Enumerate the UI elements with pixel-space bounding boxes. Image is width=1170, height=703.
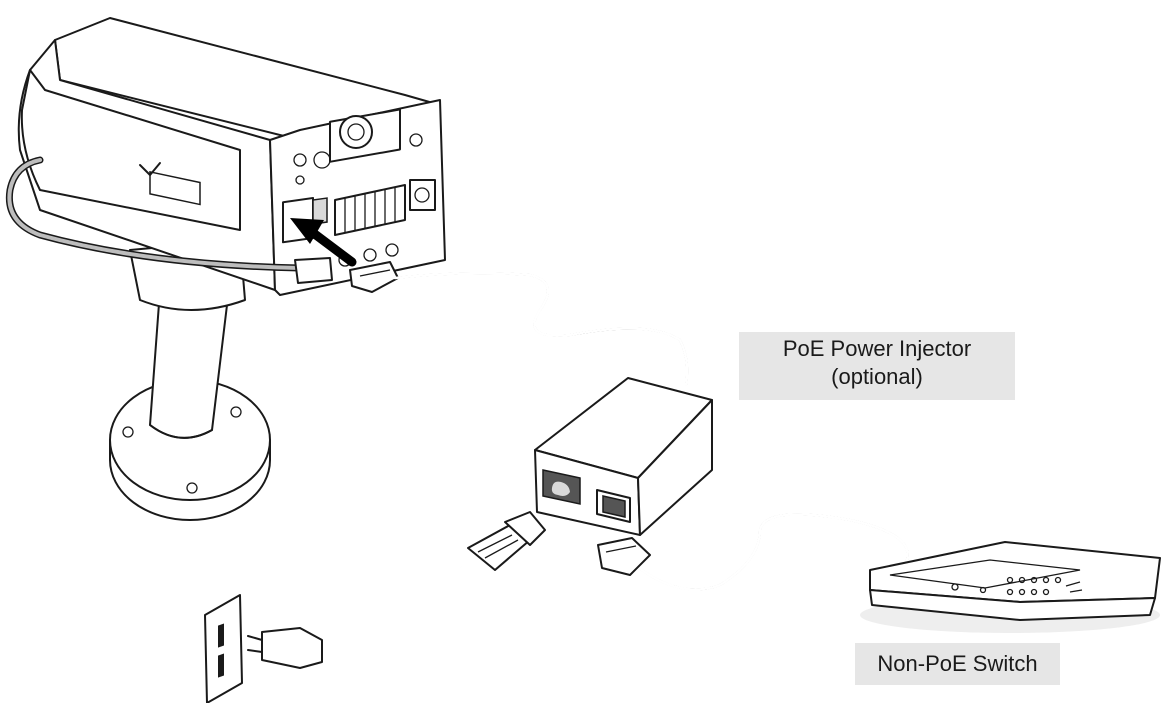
wall-outlet xyxy=(205,595,242,703)
camera-body xyxy=(19,18,445,295)
power-cable xyxy=(320,512,545,653)
camera-mount xyxy=(110,240,270,520)
injector-label-line2: (optional) xyxy=(739,363,1015,391)
injector-label-line1: PoE Power Injector xyxy=(739,335,1015,363)
poe-injector-device xyxy=(535,378,712,535)
non-poe-switch-device xyxy=(860,542,1160,633)
cable-camera-to-injector xyxy=(395,273,687,385)
mains-plug xyxy=(248,628,322,668)
injector-label-box: PoE Power Injector (optional) xyxy=(739,332,1015,400)
switch-label-box: Non-PoE Switch xyxy=(855,643,1060,685)
power-plug-iec xyxy=(468,512,545,570)
